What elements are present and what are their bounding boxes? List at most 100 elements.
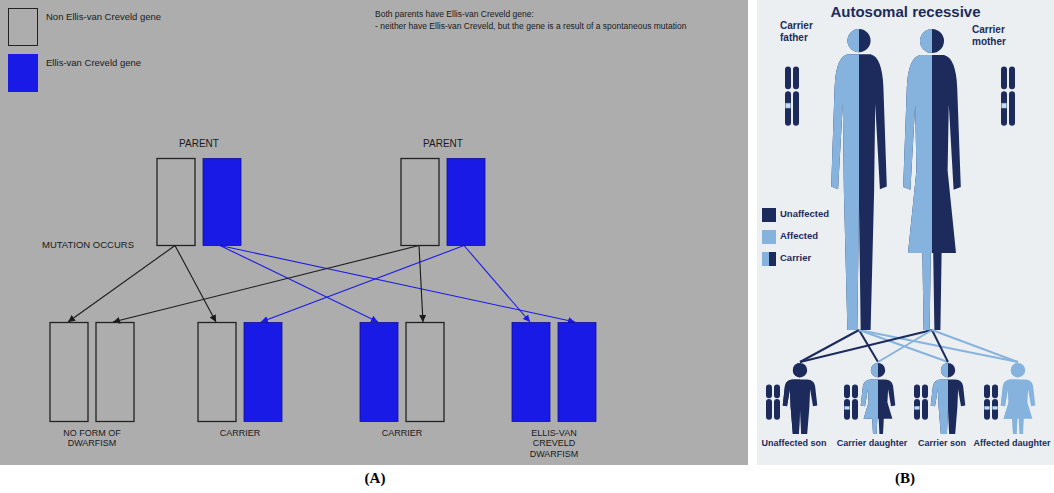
- connector: [464, 246, 530, 323]
- allele-band: [915, 406, 920, 409]
- non-ellis-van-creveld-gene: [157, 158, 195, 245]
- text-holder: - neither have Ellis-van Creveld, but th…: [375, 22, 745, 32]
- gene-pair: [156, 158, 242, 246]
- text-holder: Unaffected: [780, 209, 840, 220]
- allele-band: [1002, 103, 1007, 108]
- text-holder: Carrier daughter: [832, 438, 912, 448]
- connector: [113, 246, 419, 323]
- person-figure: [782, 362, 818, 434]
- figure-half: [903, 29, 932, 330]
- connector: [859, 330, 1018, 362]
- chromosome-arm: [766, 385, 772, 399]
- ellis-van-creveld-gene: [203, 158, 241, 245]
- person-node: Carrier father: [778, 6, 890, 330]
- panel-label: (A): [335, 470, 415, 487]
- ellis-van-creveld-gene: [447, 158, 485, 245]
- parent-label: Carrier father: [780, 20, 830, 43]
- ellis-van-creveld-gene: [558, 323, 596, 422]
- legend-swatch: [762, 230, 776, 244]
- person-node: Carrier son: [913, 362, 971, 448]
- text-holder: Carrier father: [780, 20, 830, 43]
- connector: [261, 246, 464, 323]
- parent-label: Carrier mother: [972, 24, 1032, 47]
- chromosome-arm: [914, 385, 920, 399]
- text-holder: Non Ellis-van Creveld gene: [46, 12, 246, 23]
- chromosome-arm: [992, 385, 998, 399]
- text-holder: CARRIER: [358, 428, 446, 438]
- note-text: Both parents have Ellis-van Creveld gene…: [375, 10, 745, 20]
- legend-swatch: [762, 252, 776, 266]
- text-holder: ELLIS-VAN CREVELD DWARFISM: [510, 428, 598, 459]
- offspring-label: CARRIER: [358, 428, 446, 438]
- chromosome-arm: [793, 91, 799, 126]
- ellis-van-creveld-gene: [244, 323, 282, 422]
- figure-half: [831, 29, 859, 330]
- text-holder: CARRIER: [196, 428, 284, 438]
- text-holder: PARENT: [399, 138, 487, 150]
- text-holder: NO FORM OF DWARFISM: [48, 428, 136, 449]
- gene-pair-node: CARRIER: [196, 322, 284, 438]
- child-label: Carrier son: [913, 438, 971, 448]
- text-holder: Carrier son: [913, 438, 971, 448]
- figure-half: [831, 29, 887, 330]
- ellis-van-creveld-gene: [512, 323, 550, 422]
- chromosome-arm: [914, 399, 920, 420]
- person-node: Carrier daughter: [832, 362, 912, 448]
- panel-title: Autosomal recessive: [757, 3, 1054, 20]
- legend-text: Affected: [780, 231, 840, 242]
- gene-pair-node: NO FORM OF DWARFISM: [48, 322, 136, 449]
- chromosome-arm: [844, 385, 850, 399]
- chromosome-arm: [922, 399, 928, 420]
- chromosome-arm: [774, 385, 780, 399]
- chromosome-arm: [844, 399, 850, 420]
- text-holder: Both parents have Ellis-van Creveld gene…: [375, 10, 745, 20]
- legend-text: Ellis-van Creveld gene: [46, 58, 246, 69]
- figure-half: [1001, 363, 1018, 434]
- chromosome-arm: [852, 399, 858, 420]
- chromosome-pair: [1000, 66, 1016, 126]
- connector: [932, 330, 1018, 362]
- child-label: Affected daughter: [972, 438, 1052, 448]
- text-holder: Carrier mother: [972, 24, 1032, 47]
- offspring-label: ELLIS-VAN CREVELD DWARFISM: [510, 428, 598, 459]
- legend-text: Unaffected: [780, 209, 840, 220]
- gene-pair: [511, 322, 597, 422]
- panel-label: (B): [865, 470, 945, 487]
- text-holder: Unaffected son: [757, 438, 831, 448]
- offspring-label: CARRIER: [196, 428, 284, 438]
- gene-pair: [400, 158, 486, 246]
- text-holder: Autosomal recessive: [757, 3, 1054, 20]
- ellis-van-creveld-gene: [360, 323, 398, 422]
- gene-pair-node: CARRIER: [358, 322, 446, 438]
- chromosome-arm: [785, 67, 791, 90]
- allele-band: [985, 406, 990, 409]
- non-ellis-van-creveld-gene: [401, 158, 439, 245]
- parent-label: PARENT: [155, 138, 243, 150]
- figure-half: [931, 363, 948, 434]
- figure-half: [783, 363, 800, 434]
- legend-text: Carrier: [780, 253, 840, 264]
- text-holder: Affected daughter: [972, 438, 1052, 448]
- gene-pair-node: PARENT: [399, 138, 487, 246]
- text-holder: Affected: [780, 231, 840, 242]
- text-holder: Ellis-van Creveld gene: [46, 58, 246, 69]
- text-holder: MUTATION OCCURS: [42, 240, 152, 251]
- non-ellis-van-creveld-gene: [406, 323, 444, 422]
- chromosome-pair: [913, 384, 929, 420]
- chromosome-arm: [1001, 67, 1007, 90]
- non-ellis-van-creveld-gene: [50, 323, 88, 422]
- non-ellis-van-creveld-gene: [198, 323, 236, 422]
- chromosome-arm: [793, 67, 799, 90]
- child-label: Unaffected son: [757, 438, 831, 448]
- legend-text: Non Ellis-van Creveld gene: [46, 12, 246, 23]
- text-holder: PARENT: [155, 138, 243, 150]
- allele-band: [993, 406, 998, 409]
- connector: [175, 246, 216, 323]
- chromosome-arm: [984, 385, 990, 399]
- person-node: Carrier mother: [900, 6, 1050, 330]
- figure-half: [903, 29, 961, 330]
- person-figure: [860, 362, 896, 434]
- gene-pair: [197, 322, 283, 422]
- chromosome-pair: [983, 384, 999, 420]
- gene-pair-node: ELLIS-VAN CREVELD DWARFISM: [510, 322, 598, 459]
